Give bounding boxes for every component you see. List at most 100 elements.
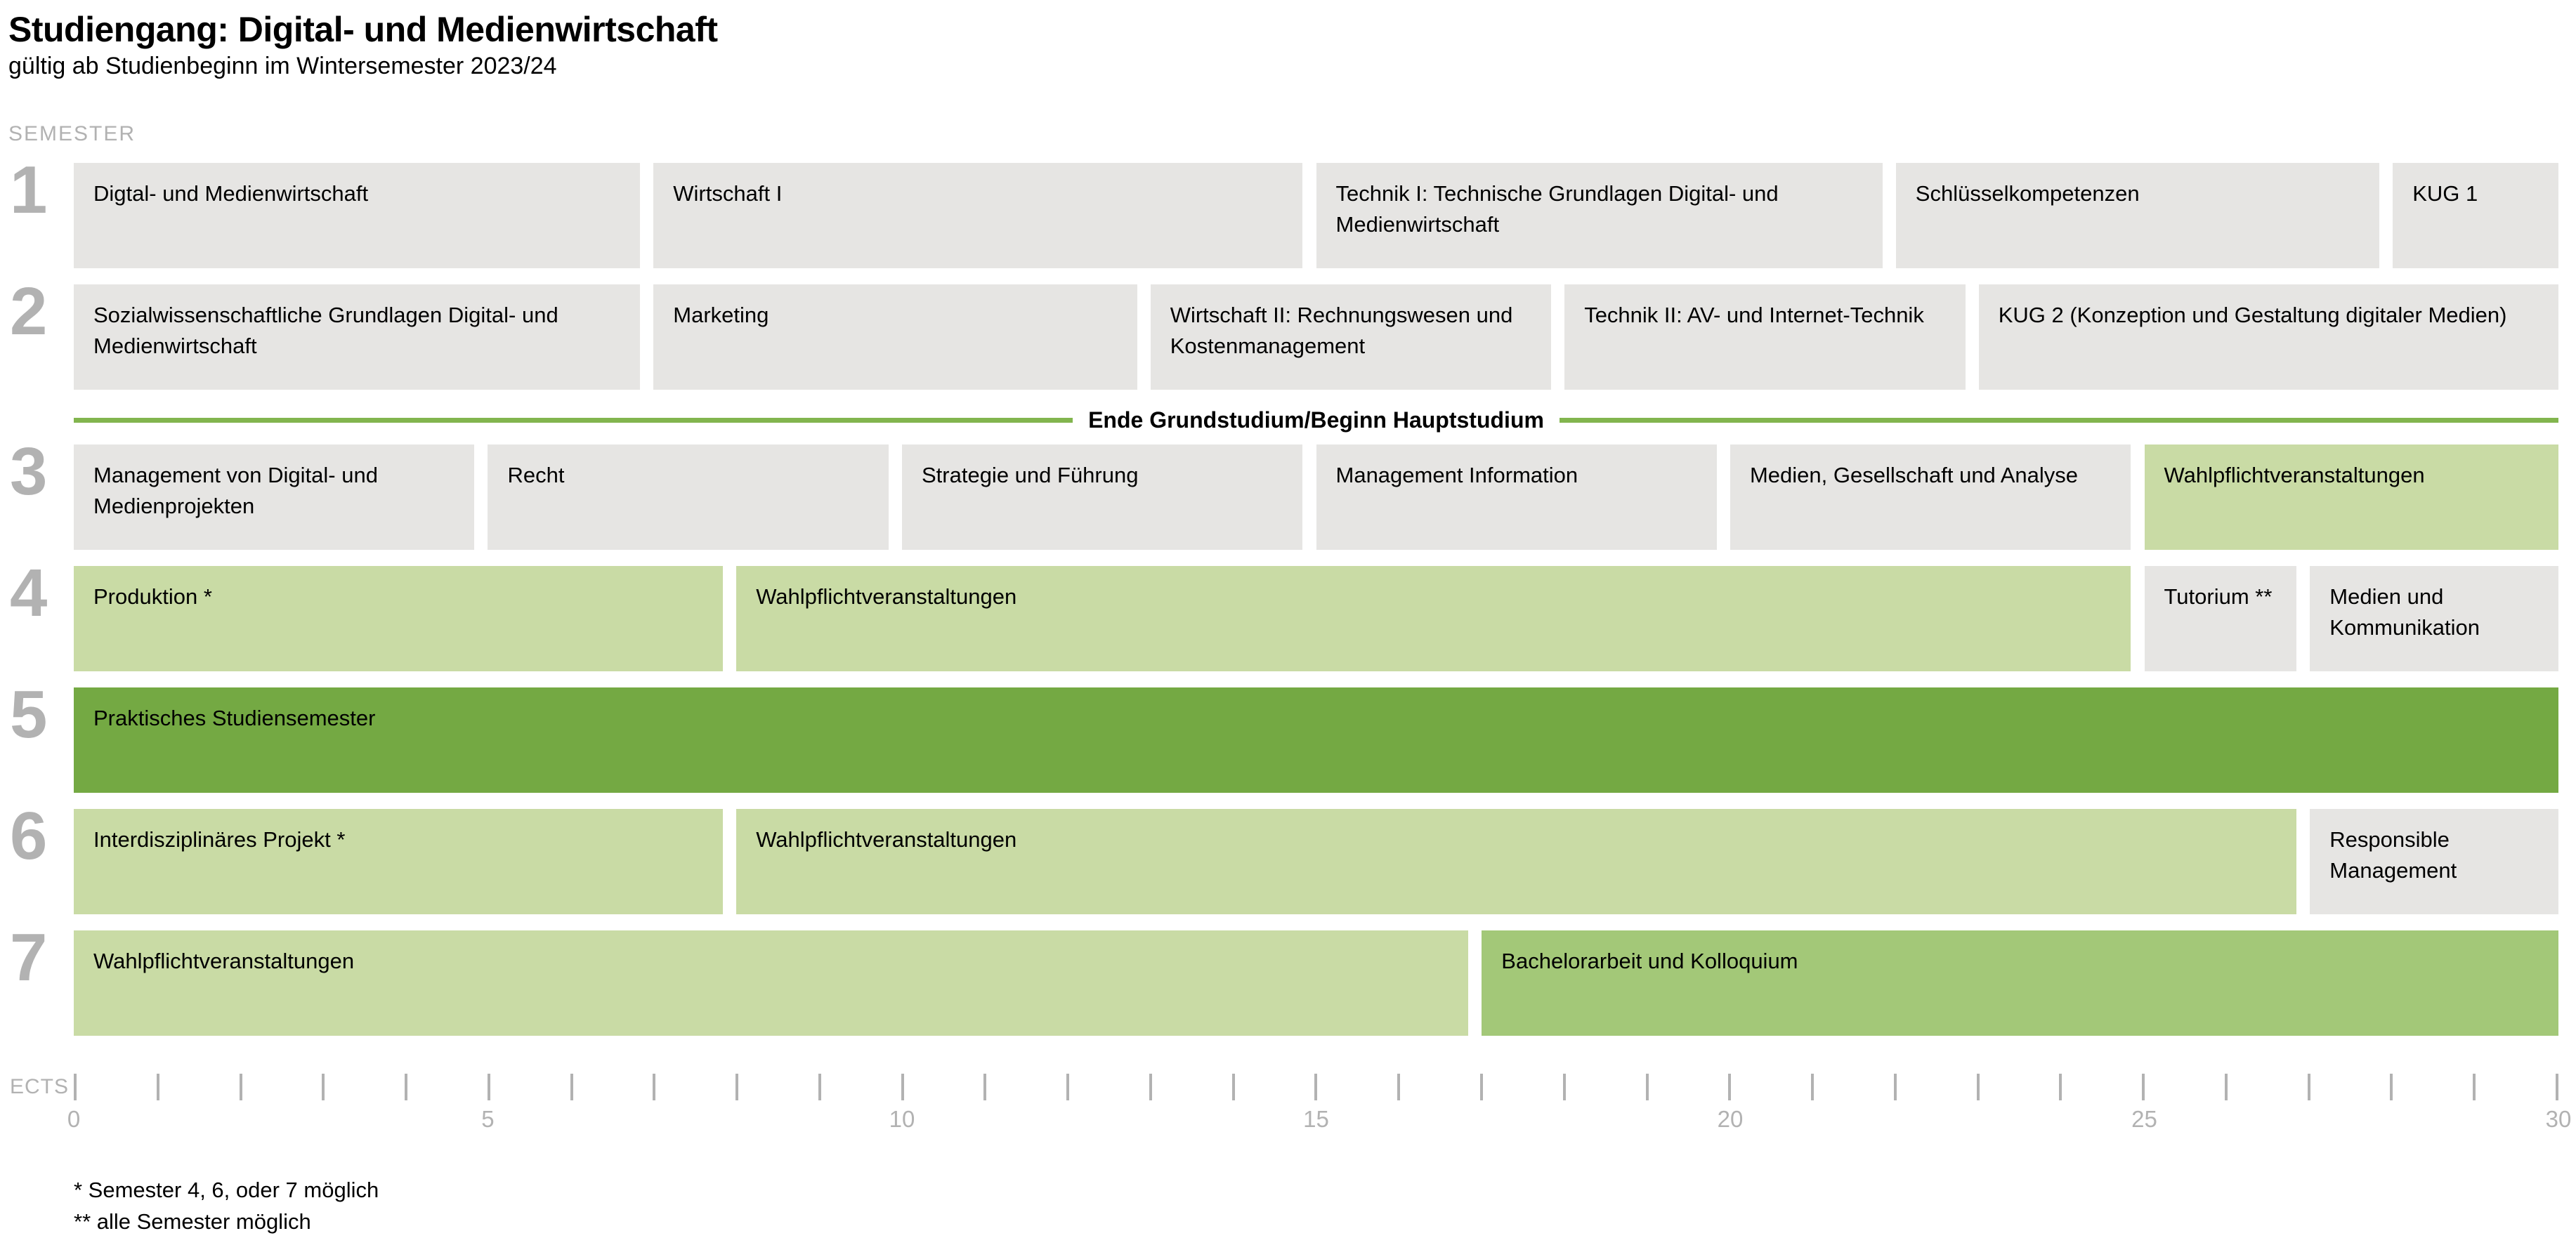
course-block-label: Wahlpflichtveranstaltungen (2164, 463, 2425, 488)
course-block-label: Responsible Management (2329, 827, 2457, 883)
course-block-label: Digtal- und Medienwirtschaft (93, 181, 369, 206)
ects-tick (570, 1074, 573, 1101)
semester-number: 7 (10, 920, 48, 996)
semester-row-4: 4 Produktion * Wahlpflichtveranstaltungen T… (8, 555, 2558, 672)
course-block: Medien, Gesellschaft und Analyse (1730, 445, 2131, 551)
page-subtitle: gültig ab Studienbeginn im Wintersemeste… (8, 53, 557, 79)
semester-number: 2 (10, 274, 48, 350)
ects-tick-marks (74, 1074, 2558, 1101)
course-block: KUG 1 (2393, 163, 2558, 269)
course-block-label: Wahlpflichtveranstaltungen (756, 584, 1017, 610)
course-block-label: Bachelorarbeit und Kolloquium (1501, 949, 1798, 974)
ects-tick (901, 1074, 904, 1101)
course-block-label: Wirtschaft I (673, 181, 783, 206)
course-block-label: Interdisziplinäres Projekt * (93, 827, 346, 852)
course-block: Medien und Kommunikation (2310, 566, 2558, 672)
course-block: Wirtschaft II: Rechnungswesen und Kosten… (1150, 284, 1552, 390)
course-block: Technik I: Technische Grundlagen Digital… (1316, 163, 1883, 269)
course-block: Digtal- und Medienwirtschaft (74, 163, 641, 269)
course-block-label: Schlüsselkompetenzen (1915, 181, 2140, 206)
course-block: Interdisziplinäres Projekt * (74, 809, 724, 915)
ects-tick (2390, 1074, 2393, 1101)
semester-number: 5 (10, 677, 48, 753)
course-block: KUG 2 (Konzeption und Gestaltung digital… (1978, 284, 2558, 390)
course-block-label: Sozialwissenschaftliche Grundlagen Digit… (93, 303, 558, 359)
semester-row-7: 7 Wahlpflichtveranstaltungen Bachelorarbei… (8, 920, 2558, 1036)
semester-row-content: Management von Digital- und Medienprojek… (74, 445, 2558, 551)
semester-row-2: 2 Sozialwissenschaftliche Grundlagen Digi… (8, 274, 2558, 390)
ects-tick (653, 1074, 656, 1101)
semester-row-content: Sozialwissenschaftliche Grundlagen Digit… (74, 284, 2558, 390)
ects-tick (322, 1074, 325, 1101)
course-block: Produktion * (74, 566, 724, 672)
ects-tick (2473, 1074, 2476, 1101)
grundstudium-hauptstudium-divider: Ende Grundstudium/Beginn Hauptstudium (74, 406, 2559, 434)
ects-tick-label: 5 (481, 1106, 495, 1133)
course-block-label: Wahlpflichtveranstaltungen (93, 949, 355, 974)
ects-tick (1480, 1074, 1484, 1101)
ects-tick (1314, 1074, 1318, 1101)
ects-tick (239, 1074, 242, 1101)
course-block-label: KUG 2 (Konzeption und Gestaltung digital… (1998, 303, 2507, 328)
course-block: Wahlpflichtveranstaltungen (736, 809, 2297, 915)
ects-tick (1066, 1074, 1070, 1101)
footnotes: * Semester 4, 6, oder 7 möglich ** alle … (74, 1175, 2558, 1238)
course-block-label: Management von Digital- und Medienprojek… (93, 463, 378, 519)
semester-number: 6 (10, 798, 48, 874)
course-block: Strategie und Führung (901, 445, 1303, 551)
footnote-2: ** alle Semester möglich (74, 1209, 311, 1234)
page-title: Studiengang: Digital- und Medienwirtscha… (8, 10, 718, 49)
course-block-label: Wahlpflichtveranstaltungen (756, 827, 1017, 852)
semester-row-3: 3 Management von Digital- und Medienproje… (8, 434, 2558, 551)
ects-tick-label: 30 (2545, 1106, 2572, 1133)
course-block-label: Marketing (673, 303, 769, 328)
ects-tick (2555, 1074, 2558, 1101)
ects-tick (1231, 1074, 1235, 1101)
ects-tick (1645, 1074, 1649, 1101)
semester-row-5: 5 Praktisches Studiensemester (8, 677, 2558, 793)
divider-label: Ende Grundstudium/Beginn Hauptstudium (1088, 407, 1544, 433)
semester-number: 1 (10, 152, 48, 228)
semester-number: 4 (10, 555, 48, 631)
semester-row-content: Wahlpflichtveranstaltungen Bachelorarbeit… (74, 930, 2558, 1036)
ects-tick (983, 1074, 987, 1101)
course-block: Tutorium ** (2144, 566, 2297, 672)
course-block-label: KUG 1 (2412, 181, 2478, 206)
course-block: Technik II: AV- und Internet-Technik (1564, 284, 1966, 390)
course-block-label: Technik II: AV- und Internet-Technik (1584, 303, 1924, 328)
semester-row-1: 1 Digtal- und Medienwirtschaft Wirtschaft … (8, 152, 2558, 269)
ects-tick (1976, 1074, 1980, 1101)
course-block: Wahlpflichtveranstaltungen (2144, 445, 2558, 551)
ects-tick (2142, 1074, 2145, 1101)
semester-row-content: Digtal- und Medienwirtschaft Wirtschaft I… (74, 163, 2558, 269)
ects-tick (405, 1074, 408, 1101)
ects-tick (2224, 1074, 2228, 1101)
ects-axis-label: ECTS (10, 1075, 70, 1099)
course-block: Schlüsselkompetenzen (1895, 163, 2380, 269)
semester-row-content: Interdisziplinäres Projekt * Wahlpflichtv… (74, 809, 2558, 915)
course-block-label: Medien, Gesellschaft und Analyse (1749, 463, 2078, 488)
ects-tick (1562, 1074, 1566, 1101)
ects-tick-label: 15 (1303, 1106, 1329, 1133)
ects-tick-label: 0 (67, 1106, 81, 1133)
course-block: Sozialwissenschaftliche Grundlagen Digit… (74, 284, 641, 390)
course-block: Praktisches Studiensemester (74, 687, 2558, 793)
course-block-label: Produktion * (93, 584, 212, 610)
course-block-label: Tutorium ** (2164, 584, 2273, 610)
semester-row-content: Produktion * Wahlpflichtveranstaltungen Tu… (74, 566, 2558, 672)
ects-tick (156, 1074, 159, 1101)
ects-tick (818, 1074, 821, 1101)
course-block-label: Praktisches Studiensemester (93, 706, 376, 731)
ects-tick (74, 1074, 77, 1101)
ects-tick (1149, 1074, 1152, 1101)
semester-axis-label: SEMESTER (8, 122, 136, 146)
semester-row-6: 6 Interdisziplinäres Projekt * Wahlpflicht… (8, 798, 2558, 915)
semester-number: 3 (10, 434, 48, 510)
divider-line-left (74, 417, 1073, 423)
course-block: Wirtschaft I (653, 163, 1303, 269)
course-block: Wahlpflichtveranstaltungen (74, 930, 1469, 1036)
